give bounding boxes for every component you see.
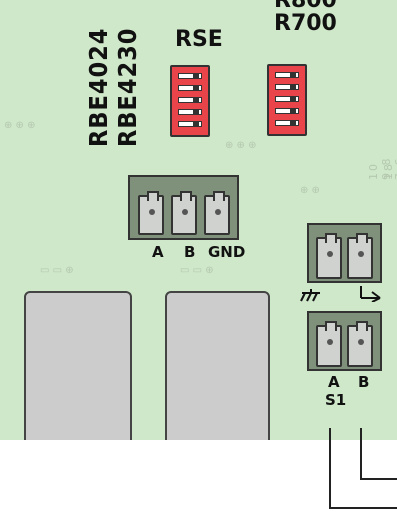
terminal-pin-b[interactable]: [171, 191, 197, 235]
terminal-pin-gnd[interactable]: [204, 191, 230, 235]
rse-label: RSE: [175, 27, 223, 52]
relay-right: [165, 291, 270, 440]
side-numbers-row2: 18 17 16: [382, 162, 397, 180]
silkscreen-marks: ⊕ ⊕ ⊕: [225, 140, 257, 151]
s1-pin-label-b: B: [358, 373, 370, 391]
dip-switch-rse[interactable]: [170, 65, 210, 137]
pin-label-a: A: [152, 243, 164, 261]
s1-pin-label-a: A: [328, 373, 340, 391]
pin-label-b: B: [184, 243, 196, 261]
terminal-pin-power[interactable]: [347, 233, 373, 279]
model-label-rbe4230: RBE4230: [113, 27, 142, 147]
connector-a-b-gnd: [128, 175, 239, 240]
r700-top-label: R800: [274, 0, 337, 13]
pin-label-gnd: GND: [208, 243, 246, 261]
wire-s1-b-vertical: [360, 428, 362, 480]
terminal-pin-a[interactable]: [138, 191, 164, 235]
antenna-symbol-icon: [358, 286, 382, 303]
ground-symbol-icon: [300, 288, 322, 302]
circuit-board: RBE4024 RBE4230 ⊕ ⊕ ⊕ ⊕ ⊕ ⊕ ⊕ ⊕ ▭ ▭ ⊕ ▭ …: [0, 0, 397, 440]
terminal-pin-s1-a[interactable]: [316, 321, 342, 367]
model-label-rbe4024: RBE4024: [84, 27, 113, 147]
wire-s1-a-vertical: [329, 428, 331, 509]
wire-s1-a-horizontal: [329, 507, 397, 509]
terminal-pin-ground[interactable]: [316, 233, 342, 279]
silkscreen-marks: ▭ ▭ ⊕: [180, 265, 214, 276]
wire-s1-b-horizontal: [360, 478, 397, 480]
silkscreen-marks: ⊕ ⊕: [300, 185, 320, 196]
silkscreen-marks: ▭ ▭ ⊕: [40, 265, 74, 276]
dip-switch-r700[interactable]: [267, 64, 307, 136]
connector-power: [307, 223, 382, 283]
relay-left: [24, 291, 132, 440]
silkscreen-marks: ⊕ ⊕ ⊕: [4, 120, 36, 131]
connector-s1: [307, 311, 382, 371]
s1-label: S1: [325, 391, 347, 409]
terminal-pin-s1-b[interactable]: [347, 321, 373, 367]
r700-label: R700: [274, 11, 337, 36]
